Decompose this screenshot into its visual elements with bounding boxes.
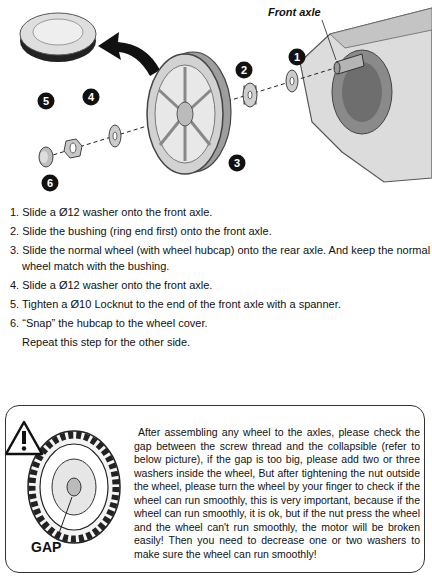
warning-mark [22,431,26,444]
hubcap-large [20,13,96,55]
locknut [64,139,82,158]
tire-hub [67,478,81,496]
hubcap-small [39,147,53,167]
instruction-step: 1. Slide a Ø12 washer onto the front axl… [10,204,432,220]
leader-line [58,497,72,536]
wheel-hub [177,102,193,126]
callout-number: 1 [289,49,305,65]
callout-circles [38,49,306,192]
hubcap-small-face [40,151,48,163]
callout-circle [236,62,253,79]
tire-illustration [28,431,120,543]
callout-number: 6 [42,175,58,191]
instruction-step: 5. Tighten a Ø10 Locknut to the end of t… [10,296,432,312]
wheel-rim [155,65,215,163]
hubcap-inner [33,19,83,45]
tire-sidewall [40,444,108,530]
bushing-ring [243,83,257,107]
warning-triangle [6,422,42,454]
removal-arrow [98,32,160,76]
instruction-step: Repeat this step for the other side. [22,334,420,350]
callout-number: 4 [83,89,99,105]
wheel-spokes [159,67,211,161]
callout-circle [83,89,100,106]
callout-number: 5 [38,93,54,109]
warning-mark-dot [22,446,26,450]
callout-number: 2 [236,62,252,78]
washer [109,125,121,147]
car-body-top [330,8,432,48]
tire-tread [32,435,116,539]
car-body [300,8,432,182]
callout-circle [229,155,246,172]
bushing-hole [248,91,252,99]
wheel-arch [332,50,392,134]
front-axle [336,54,364,74]
part-name: Front axle [268,4,321,20]
wheel [147,54,223,174]
instruction-step: 4. Slide a Ø12 washer onto the front axl… [10,277,432,293]
tire-rim [52,459,96,515]
washer-hole [113,132,117,140]
washer-hole [290,77,294,85]
warning-box: After assembling any wheel to the axles,… [5,405,425,573]
warning-text: After assembling any wheel to the axles,… [134,426,420,561]
instruction-step: 2. Slide the bushing (ring end first) on… [10,223,432,239]
locknut-hole [70,143,76,153]
callout-circle [42,175,59,192]
instruction-step: 3. Slide the normal wheel (with wheel hu… [10,242,432,274]
leader-line [322,20,336,60]
callout-circle [289,49,306,66]
callout-circle [38,93,55,110]
washer [286,70,298,92]
instruction-step: 6. “Snap” the hubcap to the wheel cover. [10,315,432,331]
callout-number: 3 [229,155,245,171]
part-name: GAP [31,539,61,555]
